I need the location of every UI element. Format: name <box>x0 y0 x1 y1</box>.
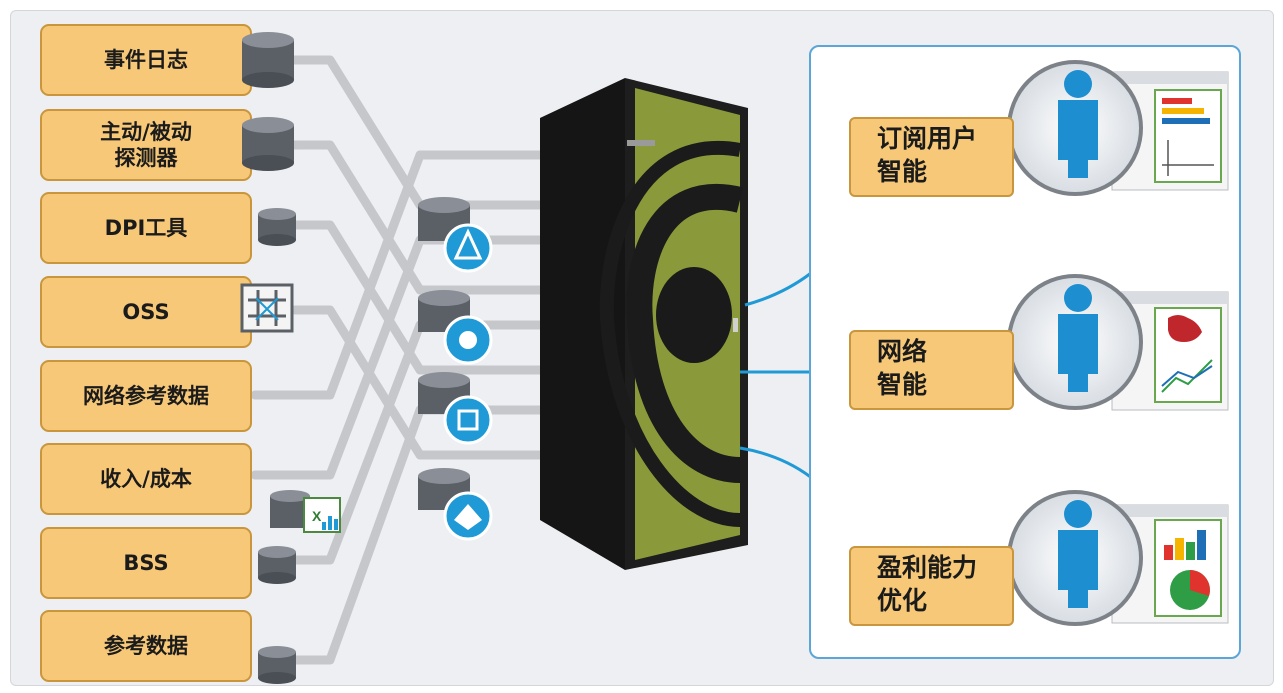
server-rack <box>540 78 748 570</box>
wire <box>250 235 550 480</box>
source-bss: BSS <box>40 527 252 599</box>
source-event-log: 事件日志 <box>40 24 252 96</box>
wire <box>250 150 550 400</box>
source-network-reference: 网络参考数据 <box>40 360 252 432</box>
output-subscriber-intelligence: 订阅用户 智能 <box>849 117 1014 197</box>
connection-wires <box>250 55 550 665</box>
source-revenue-cost: 收入/成本 <box>40 443 252 515</box>
wire <box>290 140 550 295</box>
source-dpi-tool: DPI工具 <box>40 192 252 264</box>
source-probes: 主动/被动 探测器 <box>40 109 252 181</box>
wire <box>290 320 550 565</box>
output-network-intelligence: 网络 智能 <box>849 330 1014 410</box>
output-profitability-optimization: 盈利能力 优化 <box>849 546 1014 626</box>
wire <box>290 305 550 460</box>
source-oss: OSS <box>40 276 252 348</box>
wire <box>290 220 550 375</box>
source-reference-data: 参考数据 <box>40 610 252 682</box>
wire <box>290 55 550 210</box>
